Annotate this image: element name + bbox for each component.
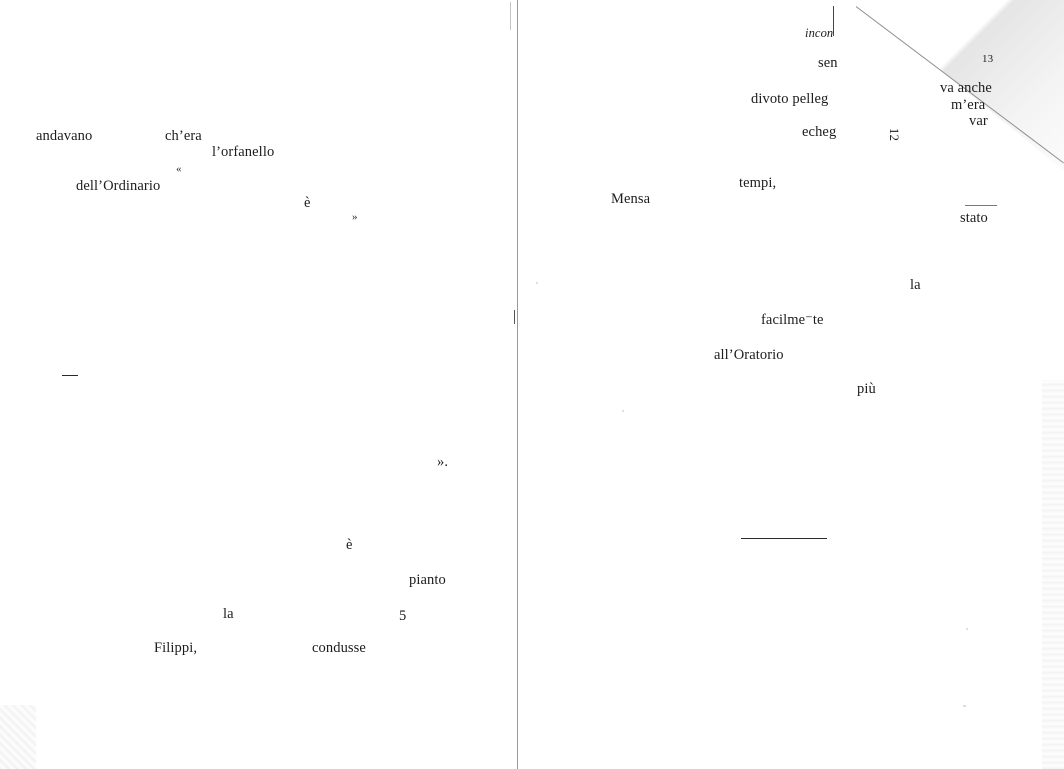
page-number-13: 13 [982,53,994,65]
speck [536,282,538,284]
word-e-grave-1: è [304,195,311,211]
footnote-separator-rule [741,538,827,539]
word-var: var [969,113,988,129]
footnote-number-5: 5 [399,608,407,624]
page-gutter [517,0,518,769]
word-stato: stato [960,210,988,226]
word-tempi: tempi, [739,175,777,191]
page-edge-texture-left [0,705,36,769]
word-filippi: Filippi, [154,640,198,656]
speck [963,705,966,707]
word-chera: ch’era [165,128,202,144]
word-mensa: Mensa [611,191,651,207]
rotated-page-number-12: 12 [887,127,903,142]
word-condusse: condusse [312,640,366,656]
close-quote-mark-1: » [352,211,358,223]
gutter-shadow-top [510,2,511,30]
speck [622,410,624,412]
dash-mark [62,375,78,376]
open-quote-mark: « [176,163,182,175]
word-la-left: la [223,606,234,622]
word-ordinario: dell’Ordinario [76,178,161,194]
word-andavano: andavano [36,128,93,144]
word-echeg: echeg [802,124,837,140]
word-la-right: la [910,277,921,293]
word-pianto: pianto [409,572,446,588]
word-sen: sen [818,55,838,71]
crease-stub-mark [833,6,834,36]
word-piu: più [857,381,876,397]
word-oratorio: all’Oratorio [714,347,784,363]
word-incon: incon [805,26,834,40]
word-m-era: m’era [951,97,986,113]
small-rule-stato [965,205,997,206]
gutter-mark [514,310,515,324]
word-va-anche: va anche [940,80,992,96]
word-facilmente: facilme⁻te [761,312,824,328]
page-edge-texture-right [1042,380,1064,769]
speck [966,628,968,630]
close-quote-mark-2: ». [437,454,449,470]
word-orfanello: l’orfanello [212,144,275,160]
word-divoto-pelleg: divoto pelleg [751,91,829,107]
word-e-grave-2: è [346,537,353,553]
